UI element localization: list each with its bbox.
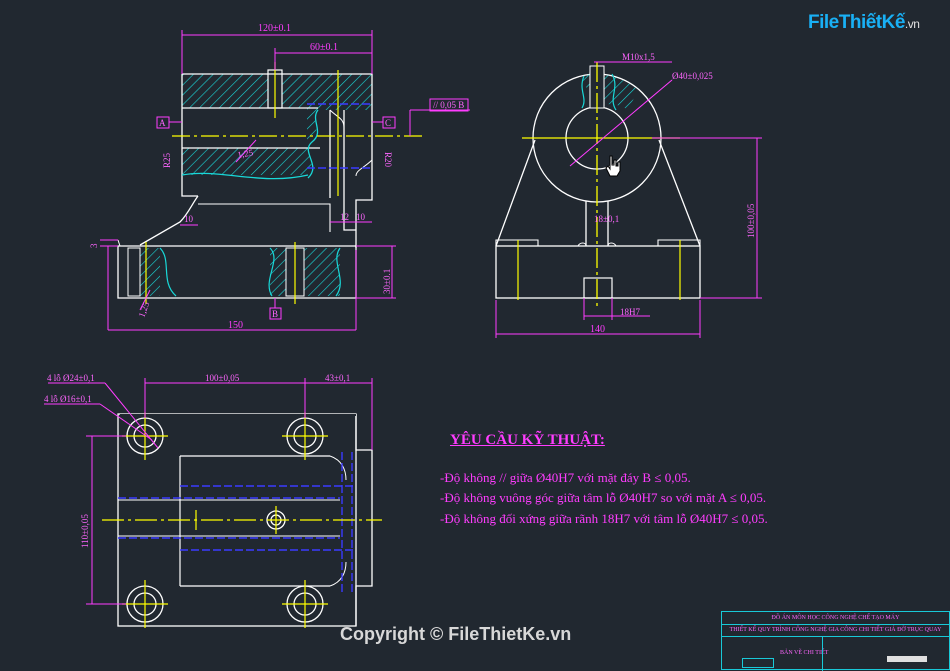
dim-100b: 100±0,05 [205,373,240,383]
dim-roughness-1: 1,25 [237,147,255,160]
hand-cursor-icon [605,155,621,177]
dim-r25: R25 [162,152,172,168]
dim-10b: 10 [356,212,366,222]
dim-10: 10 [184,214,194,224]
dim-r20: R20 [383,152,393,168]
side-view: M10x1,5 Ø40±0,025 100±0,05 18±0,1 18H7 1… [495,52,762,338]
requirement-line-1: -Độ không // giữa Ø40H7 với mặt đáy B ≤ … [440,470,691,485]
requirement-line-3: -Độ không đối xứng giữa rãnh 18H7 với tâ… [440,511,768,526]
dim-140: 140 [590,324,605,335]
dim-60: 60±0.1 [310,42,338,53]
tolerance-frame: // 0,05 B [433,100,464,110]
datum-c: C [385,118,391,128]
logo-suffix: .vn [904,17,920,31]
copyright-watermark: Copyright © FileThietKe.vn [340,624,572,644]
dim-roughness-2: 1,25 [136,300,151,319]
dim-3: 3 [89,243,99,248]
dim-18h7: 18H7 [620,307,640,317]
dim-m10: M10x1,5 [622,52,655,62]
datum-b: B [272,309,278,319]
front-section-view: 120±0.1 60±0.1 // 0,05 B A C B R25 R20 1… [89,23,470,331]
dim-18: 18±0,1 [594,214,619,224]
dim-43: 43±0,1 [325,373,350,383]
dim-holes-16: 4 lỗ Ø16±0,1 [44,394,92,404]
dim-120: 120±0.1 [258,23,291,34]
dim-110: 110±0,05 [80,514,90,548]
title-block-line-3: BẢN VẼ CHI TIẾT [780,650,829,656]
filethietke-logo: FileThiếtKế.vn [808,12,920,34]
requirements-title: YÊU CẦU KỸ THUẬT: [450,432,605,448]
requirement-line-2: -Độ không vuông góc giữa tâm lỗ Ø40H7 so… [440,490,767,505]
top-view: 4 lỗ Ø24±0,1 4 lỗ Ø16±0,1 100±0,05 43±0,… [44,373,382,628]
dim-phi40: Ø40±0,025 [672,71,713,81]
title-block-line-2: THIẾT KẾ QUY TRÌNH CÔNG NGHỆ GIA CÔNG CH… [729,627,942,633]
dim-150: 150 [228,320,243,331]
dim-12: 12 [340,212,349,222]
title-block: ĐỒ ÁN MÔN HỌC CÔNG NGHỆ CHẾ TẠO MÁY THIẾ… [721,611,950,671]
title-block-line-1: ĐỒ ÁN MÔN HỌC CÔNG NGHỆ CHẾ TẠO MÁY [771,615,900,621]
dim-holes-24: 4 lỗ Ø24±0,1 [47,373,95,383]
dim-30: 30±0.1 [382,269,392,294]
dim-100: 100±0,05 [746,203,756,238]
logo-brand: FileThiếtKế [808,12,905,33]
datum-a: A [159,118,166,128]
